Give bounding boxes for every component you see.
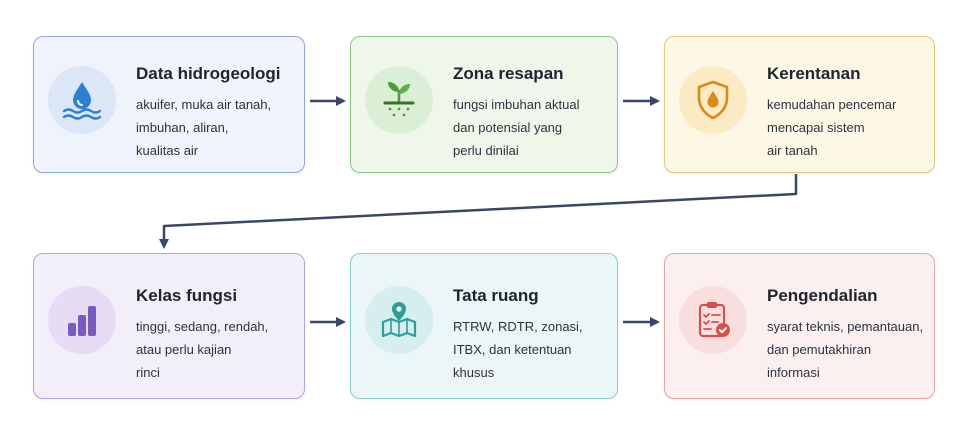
clipboard-check-icon	[679, 286, 747, 354]
bar-chart-icon	[48, 286, 116, 354]
card-title: Kerentanan	[767, 64, 861, 83]
card-kelas-fungsi: Kelas fungsi tinggi, sedang, rendah, ata…	[33, 253, 305, 399]
card-description: kemudahan pencemar mencapai sistem air t…	[767, 97, 897, 158]
card-title: Kelas fungsi	[136, 286, 238, 305]
card-zona-resapan: Zona resapan fungsi imbuhan aktual dan p…	[350, 36, 618, 173]
card-pengendalian: Pengendalian syarat teknis, pemantauan, …	[664, 253, 935, 399]
sprout-icon	[365, 66, 433, 134]
arrow-3-to-4	[159, 174, 798, 249]
card-kerentanan: Kerentanan kemudahan pencemar mencapai s…	[664, 36, 935, 173]
card-data-hidrogeologi: Data hidrogeologi akuifer, muka air tana…	[33, 36, 305, 173]
map-pin-icon	[365, 286, 433, 354]
card-title: Tata ruang	[453, 286, 539, 305]
card-description: RTRW, RDTR, zonasi, ITBX, dan ketentuan …	[453, 319, 583, 380]
card-description: fungsi imbuhan aktual dan potensial yang…	[453, 97, 580, 158]
card-title: Data hidrogeologi	[136, 64, 281, 83]
card-title: Pengendalian	[767, 286, 878, 305]
water-drop-icon	[48, 66, 116, 134]
card-description: akuifer, muka air tanah, imbuhan, aliran…	[136, 97, 272, 158]
card-description: syarat teknis, pemantauan, dan pemutakhi…	[767, 319, 924, 380]
card-title: Zona resapan	[453, 64, 564, 83]
card-tata-ruang: Tata ruang RTRW, RDTR, zonasi, ITBX, dan…	[350, 253, 618, 399]
shield-drop-icon	[679, 66, 747, 134]
card-description: tinggi, sedang, rendah, atau perlu kajia…	[136, 319, 269, 380]
